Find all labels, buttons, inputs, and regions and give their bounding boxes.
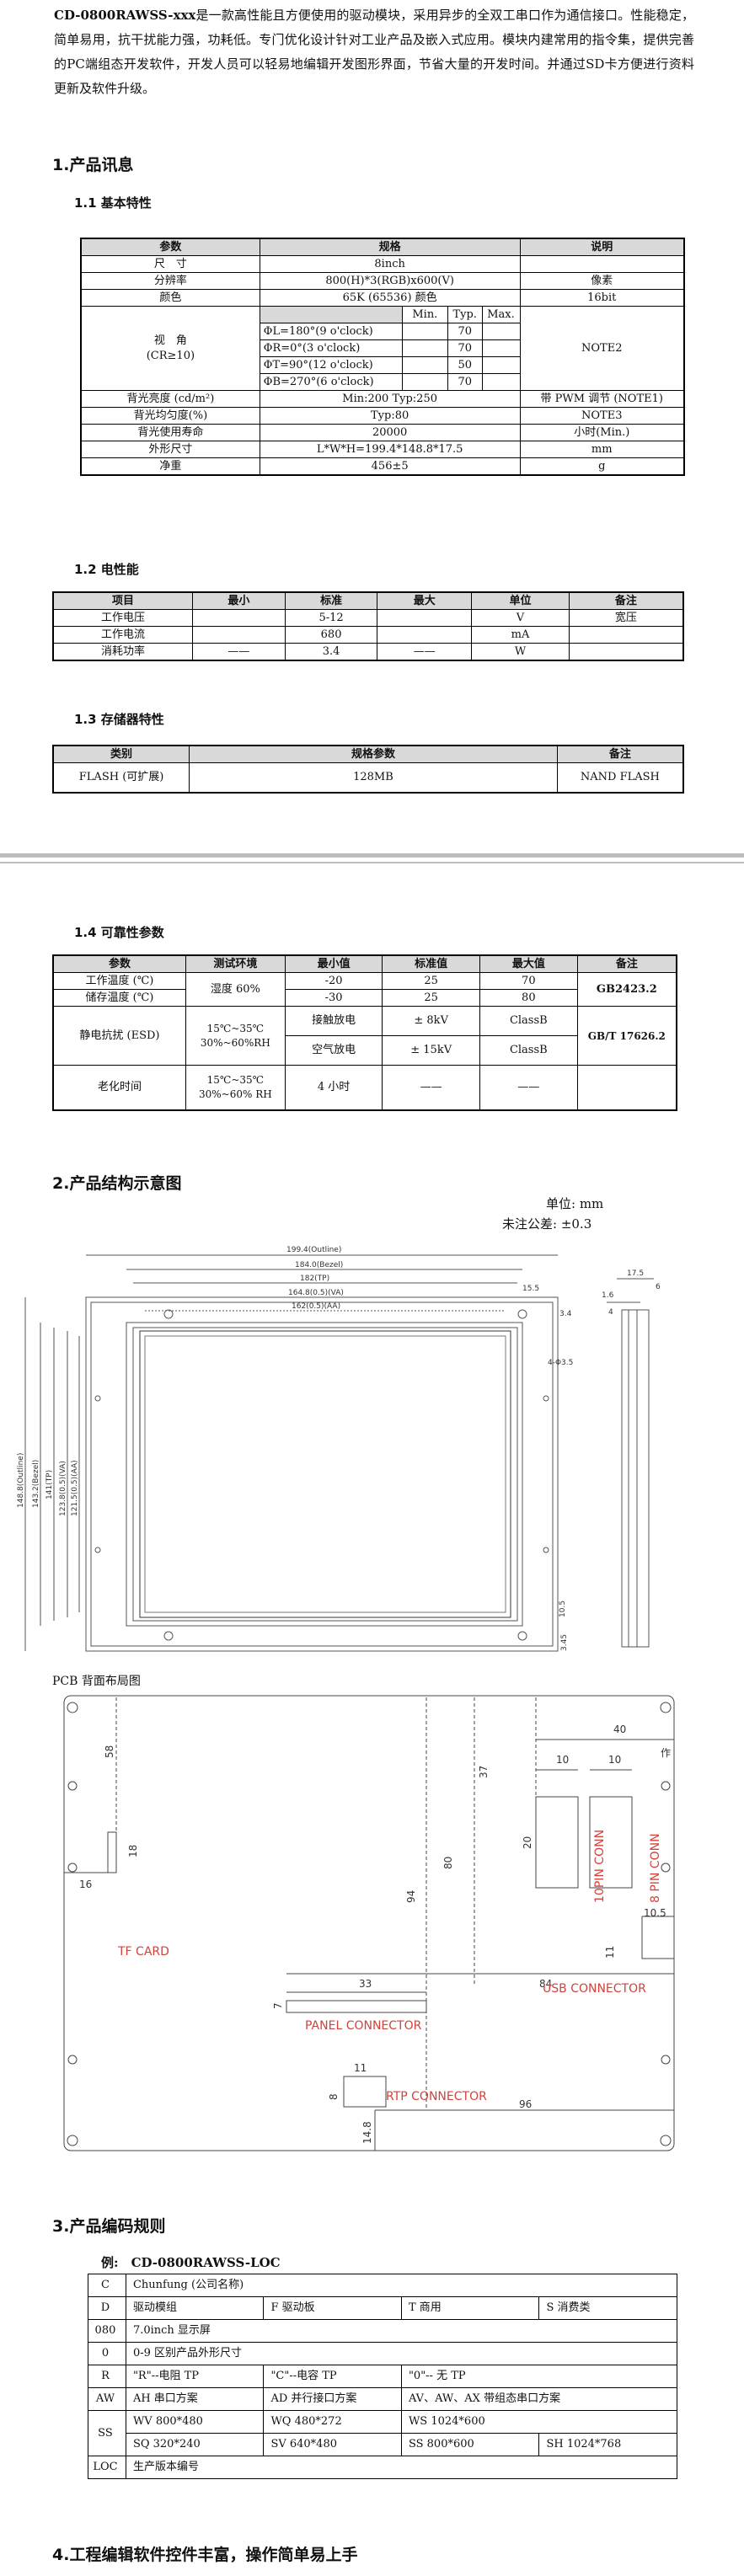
svg-text:3.45: 3.45 — [560, 1634, 569, 1651]
tolerance-note: 未注公差: ±0.3 — [502, 1216, 592, 1232]
section-title-structure: 2.产品结构示意图 — [52, 1174, 182, 1193]
10pin-conn-label: 10PIN CONN — [593, 1830, 607, 1903]
page-divider — [0, 853, 744, 858]
svg-text:40: 40 — [613, 1724, 626, 1735]
svg-text:18: 18 — [127, 1845, 139, 1857]
svg-text:94: 94 — [405, 1890, 417, 1903]
section-title-software: 4.工程编辑软件控件丰富，操作简单易上手 — [52, 2546, 358, 2564]
dim-v-3: 123.8(0.5)(VA) — [59, 1461, 67, 1516]
svg-text:14.8: 14.8 — [361, 2121, 373, 2144]
view-angle-cell: 视 角(CR≥10) — [80, 306, 260, 391]
subsection-storage: 1.3 存储器特性 — [74, 712, 164, 727]
dim-h-2: 182(TP) — [300, 1275, 329, 1283]
svg-text:作: 作 — [661, 1747, 671, 1759]
subsection-basic: 1.1 基本特性 — [74, 195, 152, 211]
svg-text:10: 10 — [556, 1754, 569, 1766]
svg-text:4-Φ3.5: 4-Φ3.5 — [548, 1359, 573, 1367]
svg-text:3.4: 3.4 — [559, 1310, 572, 1318]
svg-text:7: 7 — [272, 2002, 284, 2009]
svg-text:15.5: 15.5 — [522, 1285, 539, 1293]
svg-text:58: 58 — [104, 1745, 115, 1758]
svg-text:6: 6 — [656, 1283, 661, 1291]
dim-v-2: 141(TP) — [45, 1470, 54, 1499]
page-divider-thin — [0, 862, 744, 863]
intro-paragraph: CD-0800RAWSS-xxx是一款高性能且方便使用的驱动模块，采用异步的全双… — [54, 3, 694, 101]
8pin-conn-label: 8 PIN CONN — [649, 1833, 662, 1903]
dim-v-4: 121.5(0.5)(AA) — [71, 1460, 79, 1516]
section-title-product-info: 1.产品讯息 — [52, 156, 134, 174]
svg-text:11: 11 — [354, 2062, 367, 2074]
svg-text:17.5: 17.5 — [627, 1269, 644, 1278]
subsection-electric: 1.2 电性能 — [74, 562, 139, 577]
svg-text:10: 10 — [608, 1754, 621, 1766]
section-title-coding: 3.产品编码规则 — [52, 2217, 166, 2236]
dim-h-4: 162(0.5)(AA) — [292, 1302, 340, 1311]
view-note: NOTE2 — [519, 306, 685, 391]
dim-v-1: 143.2(Bezel) — [32, 1460, 40, 1508]
subsection-reliability: 1.4 可靠性参数 — [74, 925, 164, 940]
svg-text:1.6: 1.6 — [602, 1291, 614, 1300]
dim-h-3: 164.8(0.5)(VA) — [288, 1289, 344, 1297]
svg-text:4: 4 — [608, 1308, 613, 1317]
th-param: 参数 — [80, 238, 260, 256]
table-row: 消耗功率——3.4——W — [52, 643, 684, 661]
structure-drawing: 199.4(Outline) 184.0(Bezel) 182(TP) 164.… — [17, 1246, 661, 1652]
panel-connector-label: PANEL CONNECTOR — [305, 2019, 422, 2033]
svg-text:16: 16 — [79, 1879, 92, 1890]
unit-note: 单位: mm — [546, 1196, 604, 1211]
dim-h-0: 199.4(Outline) — [286, 1246, 341, 1254]
model-name: CD-0800RAWSS-xxx — [54, 8, 196, 23]
dim-h-1: 184.0(Bezel) — [295, 1261, 343, 1269]
pcb-title: PCB 背面布局图 — [52, 1675, 141, 1688]
coding-example: 例: CD-0800RAWSS-LOC — [101, 2255, 281, 2270]
svg-text:20: 20 — [522, 1836, 533, 1849]
svg-text:8: 8 — [328, 2093, 340, 2100]
rtp-connector-label: RTP CONNECTOR — [386, 2090, 487, 2103]
svg-text:11: 11 — [604, 1946, 616, 1959]
svg-text:10.5: 10.5 — [644, 1907, 666, 1919]
svg-text:37: 37 — [478, 1766, 490, 1778]
svg-text:33: 33 — [359, 1978, 372, 1990]
svg-text:10.5: 10.5 — [559, 1601, 567, 1617]
intro-text: 是一款高性能且方便使用的驱动模块，采用异步的全双工串口作为通信接口。性能稳定，简… — [54, 8, 694, 96]
tf-card-label: TF CARD — [117, 1945, 169, 1959]
svg-text:80: 80 — [442, 1857, 454, 1869]
dim-v-0: 148.8(Outline) — [17, 1453, 25, 1508]
th-spec: 规格 — [259, 238, 521, 256]
pcb-drawing: 40 10 10 作 37 20 80 94 58 18 16 33 7 84 … — [63, 1695, 675, 2151]
th-note: 说明 — [519, 238, 685, 256]
usb-connector-label: USB CONNECTOR — [543, 1982, 646, 1996]
svg-text:96: 96 — [519, 2098, 532, 2110]
svg-text:84: 84 — [539, 1978, 552, 1990]
